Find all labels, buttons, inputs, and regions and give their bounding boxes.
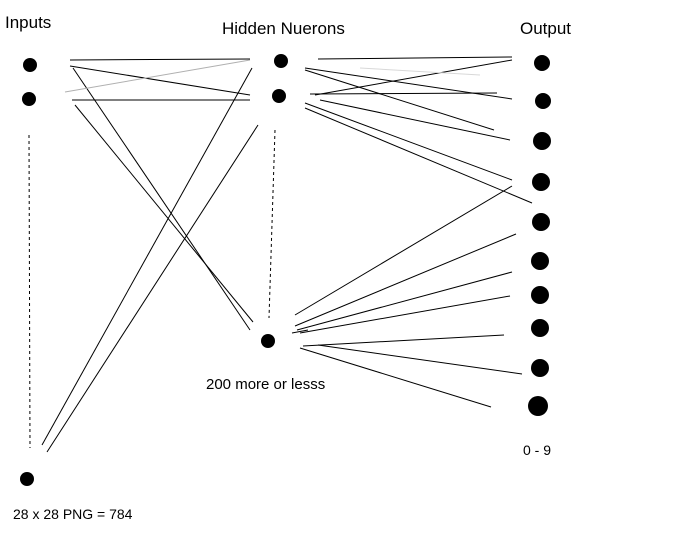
connection-line [41,67,253,446]
connection-line [69,65,251,96]
connection-line [319,99,511,141]
output-node [531,319,549,337]
connection-line [314,59,513,96]
connection-line [302,334,505,347]
input-count-label: 28 x 28 PNG = 784 [13,506,133,522]
hidden-title: Hidden Nuerons [222,19,345,38]
output-node [534,55,550,71]
hidden-node [274,54,288,68]
hidden-node [272,89,286,103]
input-node [20,472,34,486]
connection-line [294,185,513,316]
connection-line-faint [64,59,251,93]
connection-line [46,124,259,453]
connection-line [317,56,513,60]
connection-line [296,271,513,331]
connection-line [317,344,523,375]
connection-line [299,295,511,334]
connection-line [304,69,495,131]
input-hidden-connections [41,58,259,453]
connection-line [69,58,251,61]
output-node [531,359,549,377]
connection-line [299,347,492,408]
hidden-ellipsis-dashes [268,129,276,319]
connection-line [304,102,513,181]
hidden-node [261,334,275,348]
connection-line [294,233,517,327]
input-ellipsis-dashes [28,134,31,449]
connection-line [309,92,498,95]
hidden-layer [261,54,288,348]
output-node [535,93,551,109]
input-layer [20,58,37,486]
output-node [528,396,548,416]
output-node [531,286,549,304]
output-node [533,132,551,150]
connection-line [291,329,309,334]
connection-line [304,107,533,204]
output-title: Output [520,19,571,38]
connection-line-faint [359,67,481,76]
hidden-count-label: 200 more or lesss [206,376,325,393]
connection-line [72,67,251,331]
hidden-output-connections [291,56,533,408]
connection-line [74,104,254,323]
ellipsis-dashes [28,129,276,449]
inputs-title: Inputs [5,13,51,32]
input-node [22,92,36,106]
output-node [532,173,550,191]
output-node [532,213,550,231]
output-node [531,252,549,270]
output-range-label: 0 - 9 [523,442,551,458]
connection-line [304,67,513,100]
input-node [23,58,37,72]
output-layer [528,55,551,416]
